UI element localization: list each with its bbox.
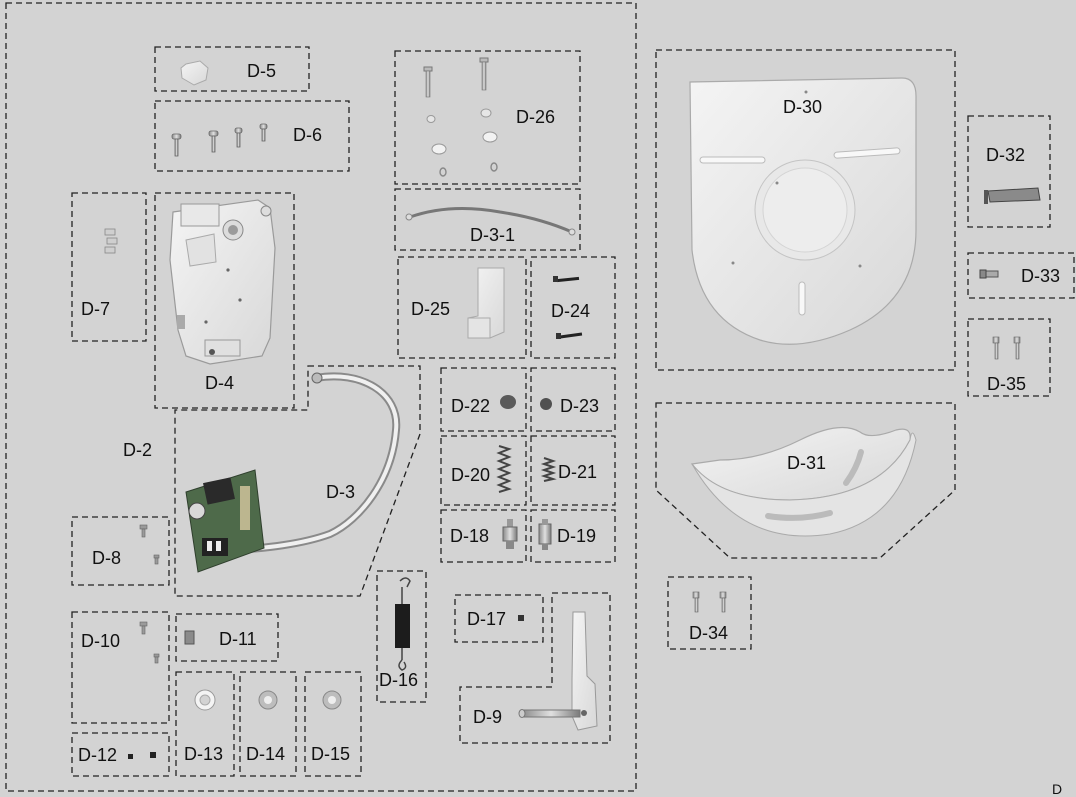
label-d32: D-32	[986, 145, 1026, 165]
part-d22	[500, 395, 516, 409]
washers	[194, 689, 342, 711]
screws-d35	[992, 336, 1021, 360]
corner-label: D	[1052, 781, 1063, 797]
label-d21: D-21	[558, 462, 598, 482]
group-boxes	[5, 2, 1075, 792]
label-d4: D-4	[205, 373, 235, 393]
block-d25	[467, 267, 505, 339]
label-d5: D-5	[247, 61, 277, 81]
spring-d21	[540, 457, 557, 482]
box-d3	[174, 365, 421, 597]
label-d31: D-31	[787, 453, 827, 473]
box-d18	[440, 509, 527, 563]
box-d4	[154, 192, 295, 409]
box-d35	[967, 318, 1051, 397]
board-d3	[185, 372, 401, 573]
label-d10: D-10	[81, 631, 121, 651]
label-d25: D-25	[411, 299, 451, 319]
label-d35: D-35	[987, 374, 1027, 394]
plunger-d18	[502, 519, 518, 549]
box-d21	[530, 435, 616, 506]
box-d24	[530, 256, 616, 359]
shaft-d9	[518, 611, 598, 731]
cover-d30	[689, 77, 917, 345]
label-d13: D-13	[184, 744, 224, 764]
label-d14: D-14	[246, 744, 286, 764]
label-d34: D-34	[689, 623, 729, 643]
main-group-box	[5, 2, 637, 792]
plunger-d19	[538, 519, 552, 550]
box-d8	[71, 516, 170, 586]
label-d15: D-15	[311, 744, 351, 764]
cover-d31	[690, 426, 917, 537]
box-d10	[71, 611, 170, 724]
box-d26	[394, 50, 581, 185]
spring-d16	[395, 577, 411, 671]
screws-d10	[139, 621, 160, 664]
box-d3-1	[394, 188, 581, 251]
label-d3: D-3	[326, 482, 356, 502]
screws-d24	[553, 276, 583, 339]
wire-d3-1	[409, 206, 573, 234]
label-d7: D-7	[81, 299, 111, 319]
box-d13	[175, 671, 235, 777]
label-d17: D-17	[467, 609, 507, 629]
bracket-d32	[984, 187, 1041, 204]
screws-d34	[692, 591, 727, 613]
housing-d4	[169, 199, 276, 365]
box-d33	[967, 252, 1075, 299]
label-d2: D-2	[123, 440, 153, 460]
screws-d8	[139, 524, 160, 565]
box-d5	[154, 46, 310, 92]
label-d6: D-6	[293, 125, 323, 145]
label-d33: D-33	[1021, 266, 1061, 286]
box-d11	[175, 613, 279, 662]
box-d25	[397, 256, 527, 359]
part-d17	[518, 615, 524, 621]
bolts-d26	[423, 57, 498, 177]
label-d20: D-20	[451, 465, 491, 485]
box-d6	[154, 100, 350, 172]
bolt-d33	[979, 269, 999, 279]
label-d24: D-24	[551, 301, 591, 321]
part-d23	[540, 398, 552, 410]
part-d11	[184, 630, 195, 645]
label-d22: D-22	[451, 396, 491, 416]
label-d16: D-16	[379, 670, 419, 690]
box-d22	[440, 367, 527, 432]
box-d19	[530, 509, 616, 563]
cap-part	[180, 60, 209, 86]
label-d30: D-30	[783, 97, 823, 117]
clip-d7	[104, 228, 118, 254]
label-d12: D-12	[78, 745, 118, 765]
screws-d6	[171, 123, 268, 157]
box-d17	[454, 594, 544, 643]
box-d16	[376, 570, 427, 703]
label-d9: D-9	[473, 707, 503, 727]
box-d34	[667, 576, 752, 650]
box-d23	[530, 367, 616, 432]
label-d3-1: D-3-1	[470, 225, 516, 245]
label-d26: D-26	[516, 107, 556, 127]
label-d23: D-23	[560, 396, 600, 416]
parts-d12	[128, 752, 156, 759]
box-d32	[967, 115, 1051, 228]
box-d7	[71, 192, 147, 342]
label-d19: D-19	[557, 526, 597, 546]
box-d20	[440, 435, 527, 506]
label-d8: D-8	[92, 548, 122, 568]
spring-d20	[496, 445, 513, 493]
label-d18: D-18	[450, 526, 490, 546]
label-d11: D-11	[219, 629, 257, 649]
box-d9	[459, 592, 611, 744]
